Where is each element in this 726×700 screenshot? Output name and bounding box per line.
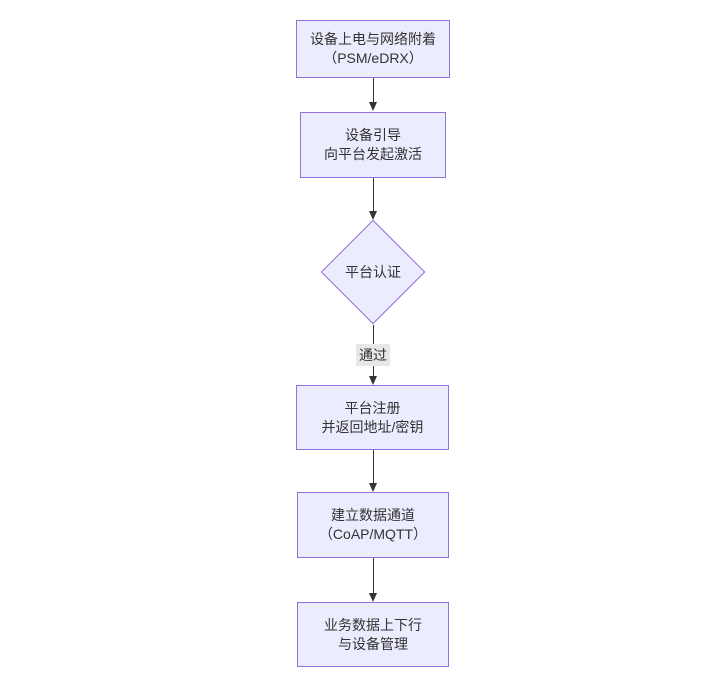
- node-label-line: （PSM/eDRX）: [323, 50, 423, 66]
- node-business-data: 业务数据上下行 与设备管理: [297, 602, 449, 667]
- decision-platform-auth: 平台认证: [321, 220, 425, 324]
- node-device-bootstrap: 设备引导 向平台发起激活: [300, 112, 446, 178]
- node-label-line: （CoAP/MQTT）: [318, 526, 428, 542]
- node-label-line: 并返回地址/密钥: [321, 418, 424, 435]
- node-platform-register: 平台注册 并返回地址/密钥: [296, 385, 449, 450]
- arrow-channel-to-business: [369, 558, 377, 602]
- node-label-line: 设备引导: [345, 127, 401, 143]
- edge-label-pass: 通过: [356, 344, 390, 366]
- node-label-line: 设备上电与网络附着: [310, 31, 436, 47]
- arrow-power-on-to-bootstrap: [369, 78, 377, 111]
- node-data-channel: 建立数据通道 （CoAP/MQTT）: [297, 492, 449, 558]
- arrow-bootstrap-to-auth: [369, 178, 377, 220]
- node-label-line: 向平台发起激活: [324, 146, 422, 162]
- node-label-line: 平台注册: [344, 399, 401, 416]
- node-device-power-on: 设备上电与网络附着 （PSM/eDRX）: [296, 20, 450, 78]
- arrow-register-to-channel: [369, 450, 377, 492]
- node-label-line: 平台认证: [345, 264, 401, 280]
- node-label-line: 建立数据通道: [331, 507, 415, 523]
- node-label-line: 业务数据上下行: [324, 616, 422, 633]
- node-label-line: 与设备管理: [338, 635, 408, 652]
